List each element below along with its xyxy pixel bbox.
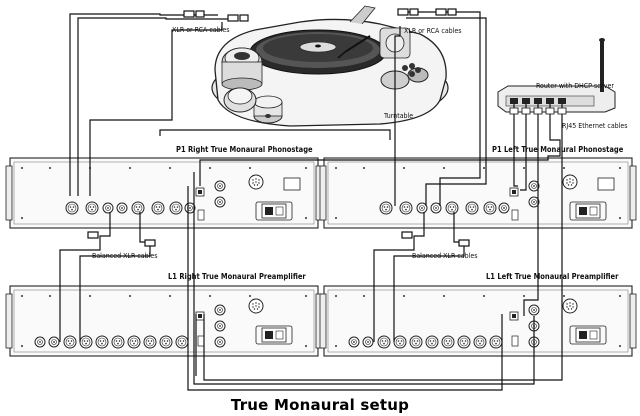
l1-right-title: L1 Right True Monaural Preamplifier (168, 272, 306, 281)
p1-left-title: P1 Left True Monaural Phonostage (492, 145, 624, 154)
balanced-xlr-label-left: Balanced XLR cables (92, 252, 158, 260)
cables (59, 8, 563, 391)
router-illustration (497, 38, 616, 113)
xlr-rca-cables-label-right: XLR or RCA cables (404, 27, 462, 35)
l1-left-title: L1 Left True Monaural Preamplifier (486, 272, 619, 281)
p1-right-title: P1 Right True Monaural Phonostage (176, 145, 313, 154)
l1-right-preamplifier (5, 285, 323, 357)
turntable-label: Turntable (384, 112, 414, 120)
ethernet-connectors (509, 107, 567, 115)
p1-left-phonostage (319, 157, 637, 229)
diagram-caption: True Monaural setup (230, 396, 410, 414)
xlr-rca-cables-label-left: XLR or RCA cables (172, 26, 230, 34)
p1-right-phonostage (5, 157, 323, 229)
l1-left-preamplifier (319, 285, 637, 357)
balanced-xlr-label-right: Balanced XLR cables (412, 252, 478, 260)
router-label: Router with DHCP server (536, 82, 614, 90)
turntable-illustration (211, 5, 449, 127)
ethernet-cables-label: RJ45 Ethernet cables (562, 122, 628, 130)
